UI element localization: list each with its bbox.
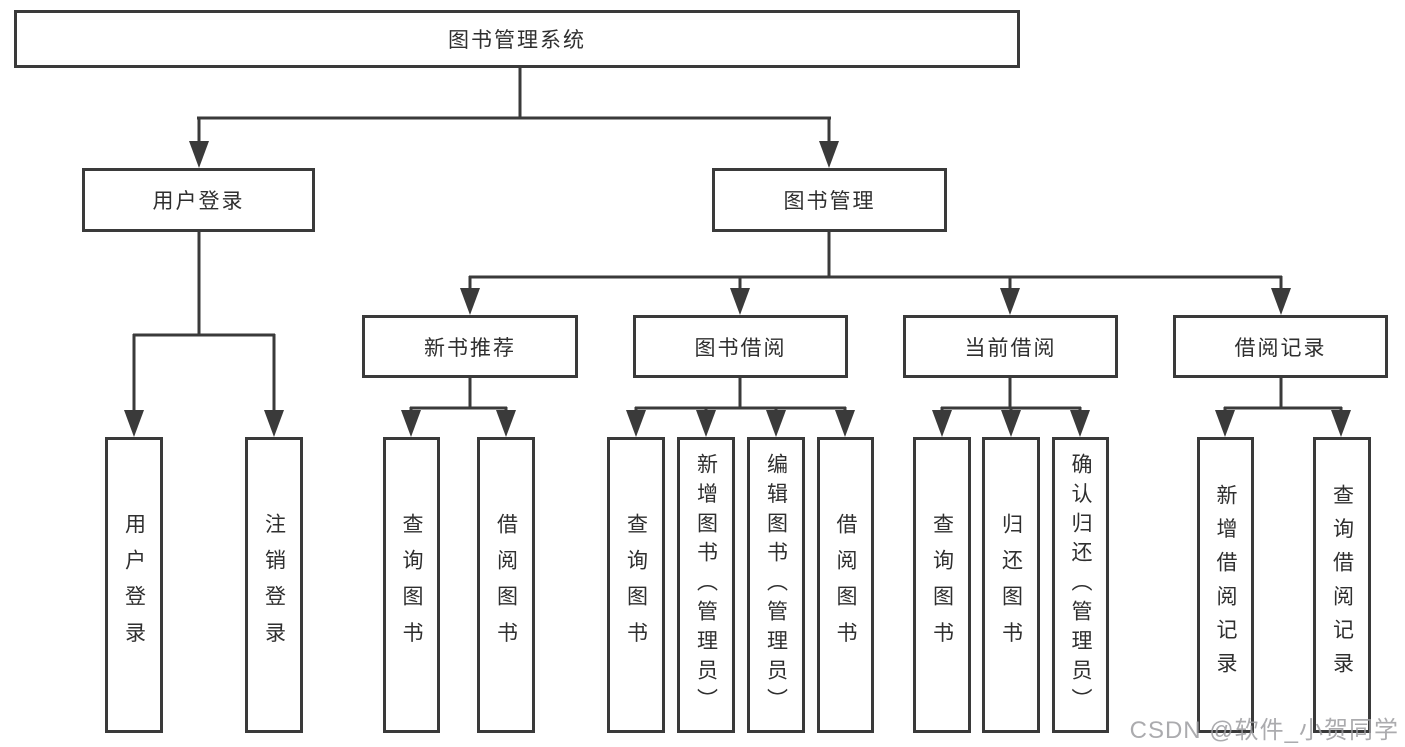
leaf-query-books-recommend: 查询图书 bbox=[383, 437, 440, 733]
node-current-borrowing-label: 当前借阅 bbox=[964, 336, 1057, 360]
leaf-borrow-books-recommend: 借阅图书 bbox=[477, 437, 535, 733]
node-root-label: 图书管理系统 bbox=[448, 29, 586, 52]
leaf-query-books-borrow-label: 查询图书 bbox=[624, 512, 648, 658]
node-current-borrowing: 当前借阅 bbox=[903, 315, 1118, 378]
leaf-logout-label: 注销登录 bbox=[262, 512, 286, 658]
node-user-login-label: 用户登录 bbox=[152, 190, 245, 213]
leaf-query-borrow-record-label: 查询借阅记录 bbox=[1330, 484, 1354, 686]
leaf-edit-book-admin: 编辑图书（管理员） bbox=[747, 437, 805, 733]
leaf-logout: 注销登录 bbox=[245, 437, 303, 733]
node-borrowing-records-label: 借阅记录 bbox=[1234, 336, 1327, 360]
leaf-return-books: 归还图书 bbox=[982, 437, 1040, 733]
leaf-edit-book-admin-label: 编辑图书（管理员） bbox=[764, 452, 788, 718]
leaf-query-borrow-record: 查询借阅记录 bbox=[1313, 437, 1371, 733]
leaf-borrow-books-recommend-label: 借阅图书 bbox=[494, 512, 518, 658]
leaf-return-books-label: 归还图书 bbox=[999, 512, 1023, 658]
leaf-confirm-return-admin: 确认归还（管理员） bbox=[1052, 437, 1109, 733]
node-new-book-recommendation-label: 新书推荐 bbox=[424, 336, 516, 360]
leaf-confirm-return-admin-label: 确认归还（管理员） bbox=[1069, 452, 1092, 718]
node-borrowing-records: 借阅记录 bbox=[1173, 315, 1388, 378]
node-book-borrowing: 图书借阅 bbox=[633, 315, 848, 378]
leaf-query-books-borrow: 查询图书 bbox=[607, 437, 665, 733]
leaf-add-book-admin-label: 新增图书（管理员） bbox=[694, 452, 718, 718]
leaf-borrow-books: 借阅图书 bbox=[817, 437, 874, 733]
node-new-book-recommendation: 新书推荐 bbox=[362, 315, 578, 378]
leaf-query-books-current: 查询图书 bbox=[913, 437, 971, 733]
leaf-add-borrow-record: 新增借阅记录 bbox=[1197, 437, 1254, 733]
leaf-user-login: 用户登录 bbox=[105, 437, 163, 733]
node-root: 图书管理系统 bbox=[14, 10, 1020, 68]
leaf-query-books-current-label: 查询图书 bbox=[930, 512, 954, 658]
node-book-borrowing-label: 图书借阅 bbox=[694, 336, 787, 360]
watermark: CSDN @软件_小贺同学 bbox=[1129, 717, 1399, 744]
leaf-add-book-admin: 新增图书（管理员） bbox=[677, 437, 735, 733]
leaf-add-borrow-record-label: 新增借阅记录 bbox=[1214, 484, 1237, 686]
node-book-management-label: 图书管理 bbox=[783, 190, 876, 213]
leaf-query-books-recommend-label: 查询图书 bbox=[400, 512, 423, 658]
node-book-management: 图书管理 bbox=[712, 168, 947, 232]
leaf-borrow-books-label: 借阅图书 bbox=[834, 512, 857, 658]
leaf-user-login-label: 用户登录 bbox=[122, 512, 146, 658]
node-user-login: 用户登录 bbox=[82, 168, 315, 232]
